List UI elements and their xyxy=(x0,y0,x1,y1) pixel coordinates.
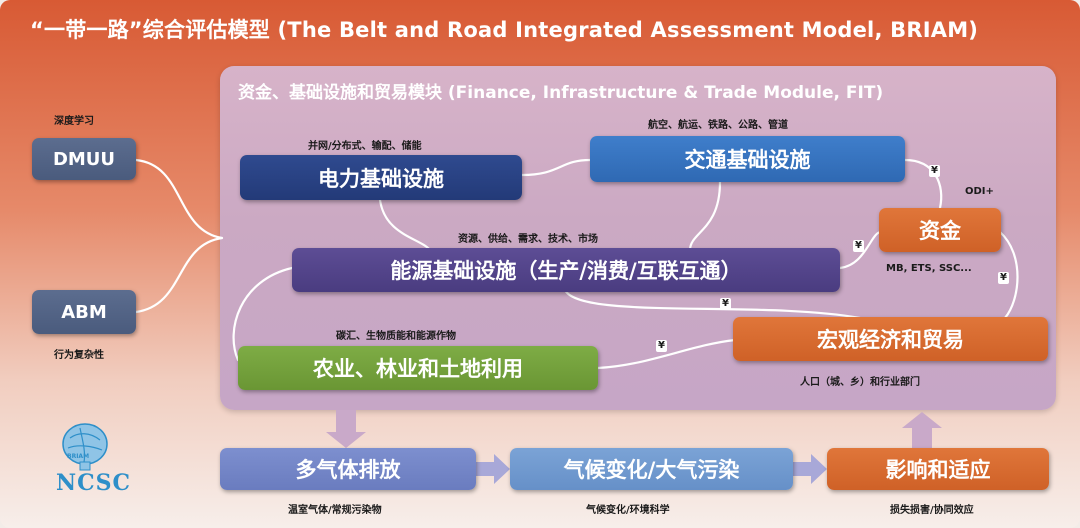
dmuu-note: 深度学习 xyxy=(54,116,94,127)
impact-adaptation-note: 损失损害/协同效应 xyxy=(890,505,974,516)
energy-agri-connector xyxy=(232,266,294,362)
energy-note: 资源、供给、需求、技术、市场 xyxy=(458,234,598,245)
power-note: 并网/分布式、输配、储能 xyxy=(308,141,422,152)
agriculture-forestry-land-label: 农业、林业和土地利用 xyxy=(313,357,523,381)
transport-energy-connector xyxy=(688,180,722,252)
power-energy-connector xyxy=(378,198,432,252)
agri-macro-connector xyxy=(596,338,737,370)
power-transport-connector xyxy=(520,158,592,177)
yen-marker-transport-finance: ¥ xyxy=(929,165,940,177)
agri-note: 碳汇、生物质能和能源作物 xyxy=(336,331,456,342)
power-infrastructure-box: 电力基础设施 xyxy=(240,155,522,200)
abm-label: ABM xyxy=(61,301,107,323)
energy-macro-connector xyxy=(563,288,862,320)
transport-note: 航空、航运、铁路、公路、管道 xyxy=(648,120,788,131)
abm-connector xyxy=(134,236,224,314)
finance-note-bottom: MB, ETS, SSC... xyxy=(886,263,972,274)
yen-marker-agri-macro: ¥ xyxy=(656,340,667,352)
agriculture-forestry-land-box: 农业、林业和土地利用 xyxy=(238,346,598,390)
macro-note: 人口（城、乡）和行业部门 xyxy=(800,377,920,388)
multi-gas-emissions-box: 多气体排放 xyxy=(220,448,476,490)
impact-adaptation-box: 影响和适应 xyxy=(827,448,1049,490)
macro-economy-trade-label: 宏观经济和贸易 xyxy=(817,328,964,352)
climate-to-impact-arrow xyxy=(793,454,827,484)
finance-note-top: ODI+ xyxy=(965,186,994,197)
macro-economy-trade-box: 宏观经济和贸易 xyxy=(733,317,1048,361)
climate-change-pollution-note: 气候变化/环境科学 xyxy=(586,505,670,516)
module-to-ghg-arrow xyxy=(326,410,366,448)
finance-box: 资金 xyxy=(879,208,1001,252)
energy-infrastructure-box: 能源基础设施（生产/消费/互联互通） xyxy=(292,248,840,292)
logo-ncsc-text: NCSC xyxy=(56,470,132,496)
finance-macro-connector xyxy=(998,230,1019,320)
dmuu-label: DMUU xyxy=(52,148,116,170)
yen-marker-energy-finance: ¥ xyxy=(853,240,864,252)
climate-change-pollution-label: 气候变化/大气污染 xyxy=(563,458,740,482)
yen-marker-finance-macro: ¥ xyxy=(998,272,1009,284)
logo-briam-text: BRIAM xyxy=(67,453,90,460)
yen-marker-energy-macro: ¥ xyxy=(720,298,731,310)
model-title: “一带一路”综合评估模型 (The Belt and Road Integrat… xyxy=(30,18,979,42)
impact-adaptation-label: 影响和适应 xyxy=(885,458,991,482)
briam-brain-logo-icon xyxy=(62,423,108,471)
finance-label: 资金 xyxy=(919,219,961,243)
abm-box: ABM xyxy=(32,290,136,334)
fit-module-title: 资金、基础设施和贸易模块 (Finance, Infrastructure & … xyxy=(238,83,884,103)
energy-finance-connector xyxy=(838,230,882,270)
transport-infrastructure-label: 交通基础设施 xyxy=(684,148,811,172)
power-infrastructure-label: 电力基础设施 xyxy=(318,166,444,191)
transport-infrastructure-box: 交通基础设施 xyxy=(590,136,905,182)
dmuu-connector xyxy=(134,158,224,240)
ghg-to-climate-arrow xyxy=(476,454,510,484)
energy-infrastructure-label: 能源基础设施（生产/消费/互联互通） xyxy=(390,259,742,283)
abm-note: 行为复杂性 xyxy=(54,350,104,361)
dmuu-box: DMUU xyxy=(32,138,136,180)
multi-gas-emissions-label: 多气体排放 xyxy=(295,458,401,482)
impact-to-module-arrow xyxy=(902,412,942,448)
climate-change-pollution-box: 气候变化/大气污染 xyxy=(510,448,793,490)
multi-gas-emissions-note: 温室气体/常规污染物 xyxy=(288,505,382,516)
